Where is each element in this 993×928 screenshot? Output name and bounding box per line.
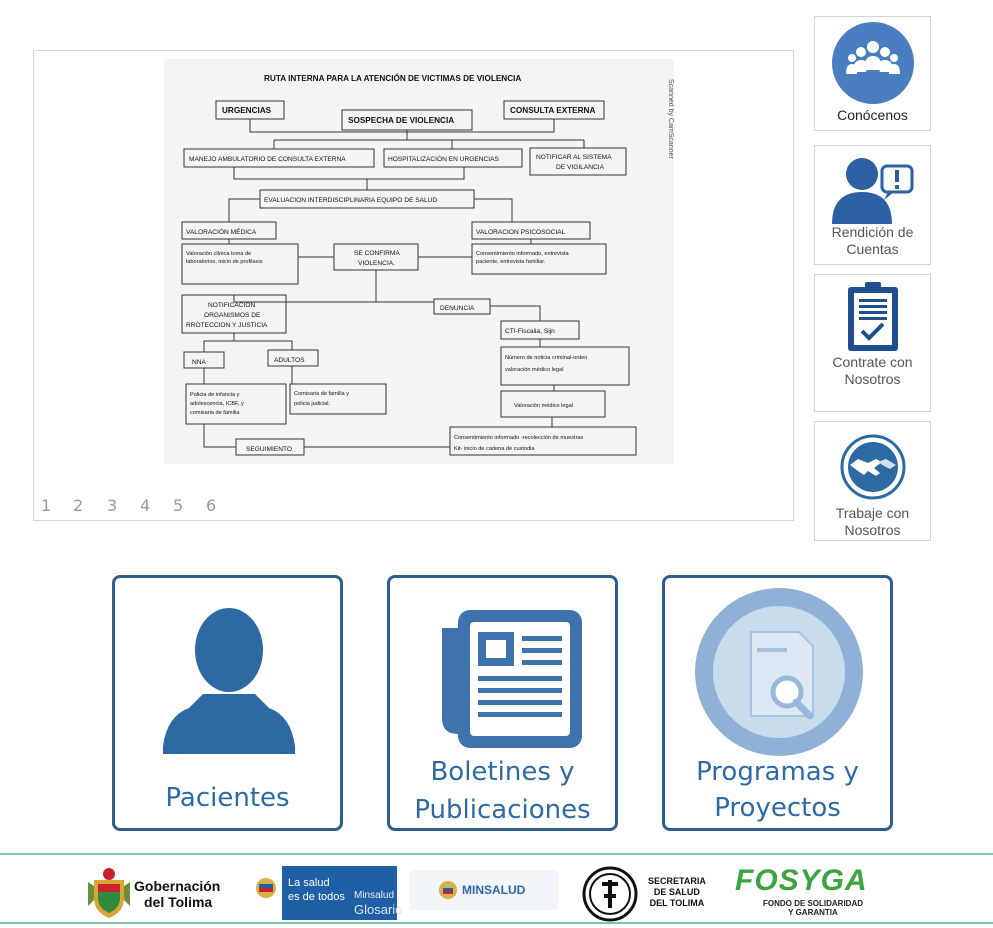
svg-text:NOTIFICAR AL SISTEMA: NOTIFICAR AL SISTEMA [536, 154, 612, 161]
trabaje-button[interactable]: Trabaje con Nosotros [814, 421, 931, 541]
programas-title-line1: Programas y [696, 757, 859, 787]
svg-text:SE CONFIRMA: SE CONFIRMA [354, 250, 400, 257]
svg-text:paciente, entrevista familiar.: paciente, entrevista familiar. [476, 259, 546, 265]
secretaria-line3: DEL TOLIMA [649, 898, 705, 908]
svg-text:Consentimiento informado -reco: Consentimiento informado -recolección de… [454, 435, 584, 441]
minsalud-small: Minsalud [354, 890, 395, 901]
secretaria-emblem-icon [582, 866, 638, 922]
svg-text:HOSPITALIZACIÓN EN URGENCIAS: HOSPITALIZACIÓN EN URGENCIAS [388, 154, 499, 163]
secretaria-line1: SECRETARIA [648, 876, 706, 886]
svg-text:DENUNCIA: DENUNCIA [440, 305, 475, 312]
fosyga-line1: FONDO DE SOLIDARIDAD [763, 899, 863, 908]
svg-text:CTI-Fiscalia, Sijn: CTI-Fiscalia, Sijn [505, 328, 555, 335]
svg-text:VIOLENCIA.: VIOLENCIA. [358, 260, 395, 267]
contrate-label: Contrate con Nosotros [832, 354, 913, 387]
svg-text:ORGANISMOS DE: ORGANISMOS DE [204, 312, 261, 319]
image-slider[interactable]: RUTA INTERNA PARA LA ATENCIÓN DE VICTIMA… [33, 50, 794, 521]
slider-pagination: 1 2 3 4 5 6 [34, 496, 231, 518]
conocenos-button[interactable]: Conócenos [814, 16, 931, 131]
boletines-card[interactable]: Boletines y Publicaciones [387, 575, 618, 831]
svg-text:valoración médico legal: valoración médico legal [505, 367, 563, 373]
user-icon [163, 608, 295, 754]
svg-text:comisaria de familia: comisaria de familia [190, 410, 240, 416]
group-icon [831, 22, 914, 104]
colombia-shield-icon [439, 881, 457, 899]
svg-text:Consentimiento informado, entr: Consentimiento informado, entrevista [476, 251, 570, 257]
pacientes-card[interactable]: Pacientes [112, 575, 343, 831]
clipboard-check-icon [847, 282, 898, 351]
glosario-label: Glosario [354, 902, 403, 917]
coat-of-arms-icon [88, 868, 130, 918]
svg-text:NOTIFICACION: NOTIFICACION [208, 302, 255, 309]
svg-text:Valoración clínica toma de: Valoración clínica toma de [186, 251, 251, 257]
page-dot[interactable]: 4 [140, 496, 151, 515]
secretaria-line2: DE SALUD [653, 887, 700, 897]
svg-text:SOSPECHA DE VIOLENCIA: SOSPECHA DE VIOLENCIA [348, 116, 454, 125]
colombia-seal-icon [256, 878, 276, 898]
slide-image-violence-route: RUTA INTERNA PARA LA ATENCIÓN DE VICTIMA… [164, 59, 674, 464]
minsalud-logo[interactable]: MINSALUD [410, 870, 558, 910]
svg-text:Valoración médico legal: Valoración médico legal [514, 403, 573, 409]
footer-divider-bottom [0, 922, 993, 924]
svg-text:URGENCIAS: URGENCIAS [222, 106, 272, 115]
document-search-icon [695, 588, 863, 756]
minsalud-glosario-logo[interactable]: La salud es de todos Minsalud Glosario [250, 866, 402, 920]
svg-text:SEGUIMIENTO: SEGUIMIENTO [246, 446, 292, 453]
salud-line1: La salud [288, 877, 330, 889]
svg-text:RROTECCION Y JUSTICIA: RROTECCION Y JUSTICIA [186, 322, 268, 329]
page-dot[interactable]: 1 [41, 496, 52, 515]
boletines-title-line2: Publicaciones [414, 795, 591, 825]
page-dot[interactable]: 3 [107, 496, 118, 515]
minsalud-label: MINSALUD [462, 883, 526, 897]
svg-text:NNA: NNA [192, 359, 207, 366]
svg-text:CONSULTA EXTERNA: CONSULTA EXTERNA [510, 106, 595, 115]
flowchart-diagram: RUTA INTERNA PARA LA ATENCIÓN DE VICTIMA… [181, 72, 674, 456]
diagram-title: RUTA INTERNA PARA LA ATENCIÓN DE VICTIMA… [264, 72, 521, 83]
secretaria-salud-logo[interactable]: SECRETARIA DE SALUD DEL TOLIMA [582, 866, 718, 922]
rendicion-cuentas-button[interactable]: Rendición de Cuentas [814, 145, 931, 265]
handshake-icon [840, 434, 905, 500]
fosyga-logo[interactable]: FOSYGA FONDO DE SOLIDARIDAD Y GARANTIA [733, 864, 883, 920]
gobernacion-line1: Gobernación [134, 878, 221, 894]
trabaje-label: Trabaje con Nosotros [835, 505, 910, 538]
gobernacion-tolima-logo[interactable]: Gobernación del Tolima [88, 866, 240, 920]
newspaper-icon [442, 610, 582, 748]
svg-text:laboratorios, inicio de profil: laboratorios, inicio de profilaxis [186, 259, 263, 265]
salud-line2: es de todos [288, 891, 345, 903]
programas-card[interactable]: Programas y Proyectos [662, 575, 893, 831]
fosyga-line2: Y GARANTIA [788, 908, 838, 917]
rendicion-cuentas-label: Rendición de Cuentas [831, 224, 914, 257]
scan-watermark: Scanned by CamScanner [667, 79, 674, 159]
pacientes-title: Pacientes [165, 783, 290, 813]
svg-text:Número de noticia criminal-ord: Número de noticia criminal-orden [505, 355, 587, 361]
svg-text:VALORACION PSICOSOCIAL: VALORACION PSICOSOCIAL [476, 229, 566, 236]
svg-text:policia judicial.: policia judicial. [294, 401, 331, 407]
programas-title-line2: Proyectos [714, 793, 841, 823]
person-alert-icon [831, 158, 913, 224]
svg-text:VALORACIÓN MÉDICA: VALORACIÓN MÉDICA [186, 227, 257, 236]
svg-text:MANEJO AMBULATORIO DE CONSULTA: MANEJO AMBULATORIO DE CONSULTA EXTERNA [189, 156, 346, 163]
svg-text:DE VIGILANCIA: DE VIGILANCIA [556, 164, 605, 171]
svg-text:adolescencia, ICBF, y: adolescencia, ICBF, y [190, 401, 244, 407]
svg-text:Kit- inicio de cadena de custo: Kit- inicio de cadena de custodia [454, 446, 535, 452]
page-dot[interactable]: 5 [173, 496, 184, 515]
svg-text:Comisaria de familia y: Comisaria de familia y [294, 391, 349, 397]
page-dot[interactable]: 2 [73, 496, 84, 515]
gobernacion-line2: del Tolima [144, 894, 213, 910]
footer-divider-top [0, 853, 993, 855]
svg-text:Policia de infancia y: Policia de infancia y [190, 392, 240, 398]
contrate-button[interactable]: Contrate con Nosotros [814, 274, 931, 412]
svg-text:EVALUACION INTERDISCIPLINARIA: EVALUACION INTERDISCIPLINARIA EQUIPO DE … [264, 197, 437, 204]
conocenos-label: Conócenos [837, 107, 908, 123]
svg-text:ADULTOS: ADULTOS [274, 357, 305, 364]
fosyga-wordmark: FOSYGA [735, 864, 868, 897]
boletines-title-line1: Boletines y [430, 757, 575, 787]
page-dot[interactable]: 6 [206, 496, 217, 515]
